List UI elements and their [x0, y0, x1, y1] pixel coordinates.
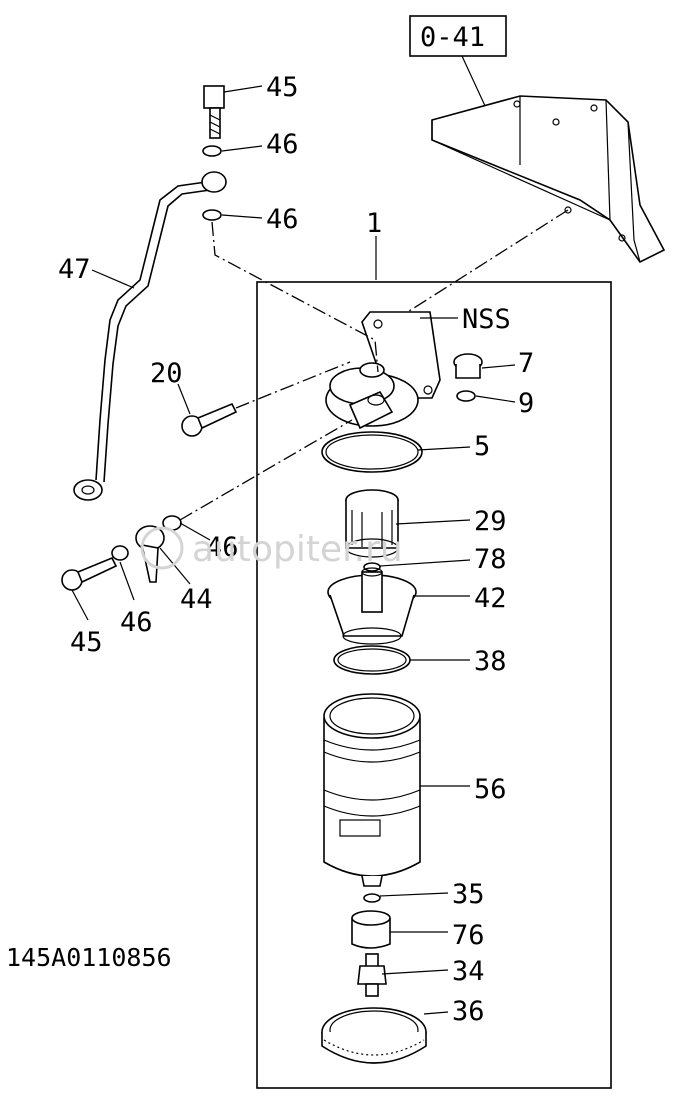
- filter-bowl: [327, 567, 417, 645]
- callout-1: 1: [366, 208, 382, 239]
- banjo-fitting-top: [201, 171, 227, 193]
- banjo-bolt-top: [203, 85, 225, 139]
- washer-lower: [202, 209, 222, 221]
- callout-29: 29: [474, 506, 507, 537]
- callout-35: 35: [452, 879, 485, 910]
- leader-lines: [71, 85, 516, 1015]
- callout-46-d: 46: [120, 607, 153, 638]
- watermark-text: autopiter.ru: [192, 529, 403, 570]
- reference-box: [409, 15, 507, 57]
- washer-top: [202, 145, 222, 157]
- assembly-box: [256, 281, 612, 1089]
- ring-nut: [321, 1007, 427, 1064]
- sensor-34: [357, 953, 387, 997]
- o-ring-35: [363, 893, 381, 903]
- callout-56: 56: [474, 774, 507, 805]
- callout-76: 76: [452, 920, 485, 951]
- callout-20: 20: [150, 358, 183, 389]
- filter-head: [325, 311, 441, 430]
- bolt-20: [181, 402, 238, 437]
- banjo-fitting-lower: [61, 515, 182, 591]
- callout-45-bottom: 45: [70, 627, 103, 658]
- callout-46-c: 46: [206, 532, 239, 563]
- strainer: [345, 489, 399, 558]
- callout-9: 9: [518, 388, 534, 419]
- figure-code: 145A0110856: [6, 943, 172, 972]
- callout-42: 42: [474, 583, 507, 614]
- callout-45-top: 45: [266, 72, 299, 103]
- fuel-pipe: [95, 181, 207, 481]
- drain-plug: [453, 353, 483, 379]
- plug-washer: [456, 390, 476, 402]
- small-ring-78: [363, 562, 381, 572]
- callout-nss: NSS: [462, 304, 511, 335]
- callout-46-b: 46: [266, 204, 299, 235]
- callout-34: 34: [452, 956, 485, 987]
- callout-78: 78: [474, 544, 507, 575]
- callout-7: 7: [518, 348, 534, 379]
- watermark: autopiter.ru: [140, 526, 403, 570]
- sleeve-76: [351, 910, 391, 949]
- callout-46-a: 46: [266, 129, 299, 160]
- callout-44: 44: [180, 584, 213, 615]
- mounting-bracket: [431, 95, 666, 264]
- o-ring-5: [321, 431, 423, 473]
- o-ring-38: [333, 645, 411, 675]
- callout-36: 36: [452, 996, 485, 1027]
- callout-47: 47: [58, 254, 91, 285]
- filter-cartridge: [323, 693, 421, 887]
- callout-38: 38: [474, 646, 507, 677]
- callout-5: 5: [474, 431, 490, 462]
- reference-box-label: 0-41: [420, 22, 485, 53]
